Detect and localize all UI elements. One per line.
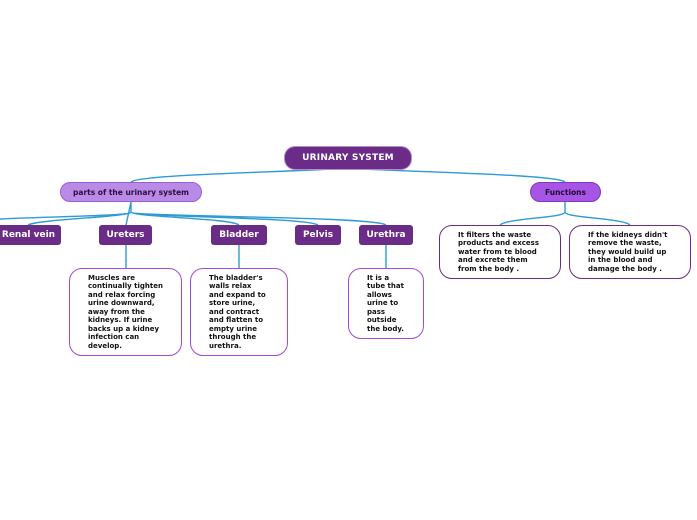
root-node-urinary-system[interactable]: URINARY SYSTEM <box>285 147 411 169</box>
note-urethra-text: It is a tube that allows urine to pass o… <box>367 273 404 333</box>
category-functions[interactable]: Functions <box>530 182 601 202</box>
part-urethra[interactable]: Urethra <box>359 225 413 245</box>
category-parts-of-urinary-system[interactable]: parts of the urinary system <box>60 182 202 202</box>
note-ureters-text: Muscles are continually tighten and rela… <box>88 273 163 350</box>
link-functions-note1 <box>499 202 566 226</box>
note-function-waste-buildup-text: If the kidneys didn't remove the waste, … <box>588 230 668 273</box>
link-parts-ureters <box>125 201 132 226</box>
note-urethra[interactable]: It is a tube that allows urine to pass o… <box>348 268 424 339</box>
note-bladder-text: The bladder's walls relax and expand to … <box>209 273 266 350</box>
link-root-parts <box>130 167 349 183</box>
link-root-functions <box>347 167 566 183</box>
part-ureters[interactable]: Ureters <box>99 225 152 245</box>
note-function-filter-text: It filters the waste products and excess… <box>458 230 540 273</box>
link-parts-urethra <box>130 211 387 226</box>
part-bladder[interactable]: Bladder <box>211 225 267 245</box>
note-function-filter[interactable]: It filters the waste products and excess… <box>439 225 561 279</box>
note-ureters[interactable]: Muscles are continually tighten and rela… <box>69 268 182 356</box>
part-pelvis[interactable]: Pelvis <box>295 225 341 245</box>
note-function-waste-buildup[interactable]: If the kidneys didn't remove the waste, … <box>569 225 691 279</box>
part-renal-vein[interactable]: Renal vein <box>0 225 61 245</box>
link-functions-note2 <box>564 211 631 226</box>
note-bladder[interactable]: The bladder's walls relax and expand to … <box>190 268 288 356</box>
